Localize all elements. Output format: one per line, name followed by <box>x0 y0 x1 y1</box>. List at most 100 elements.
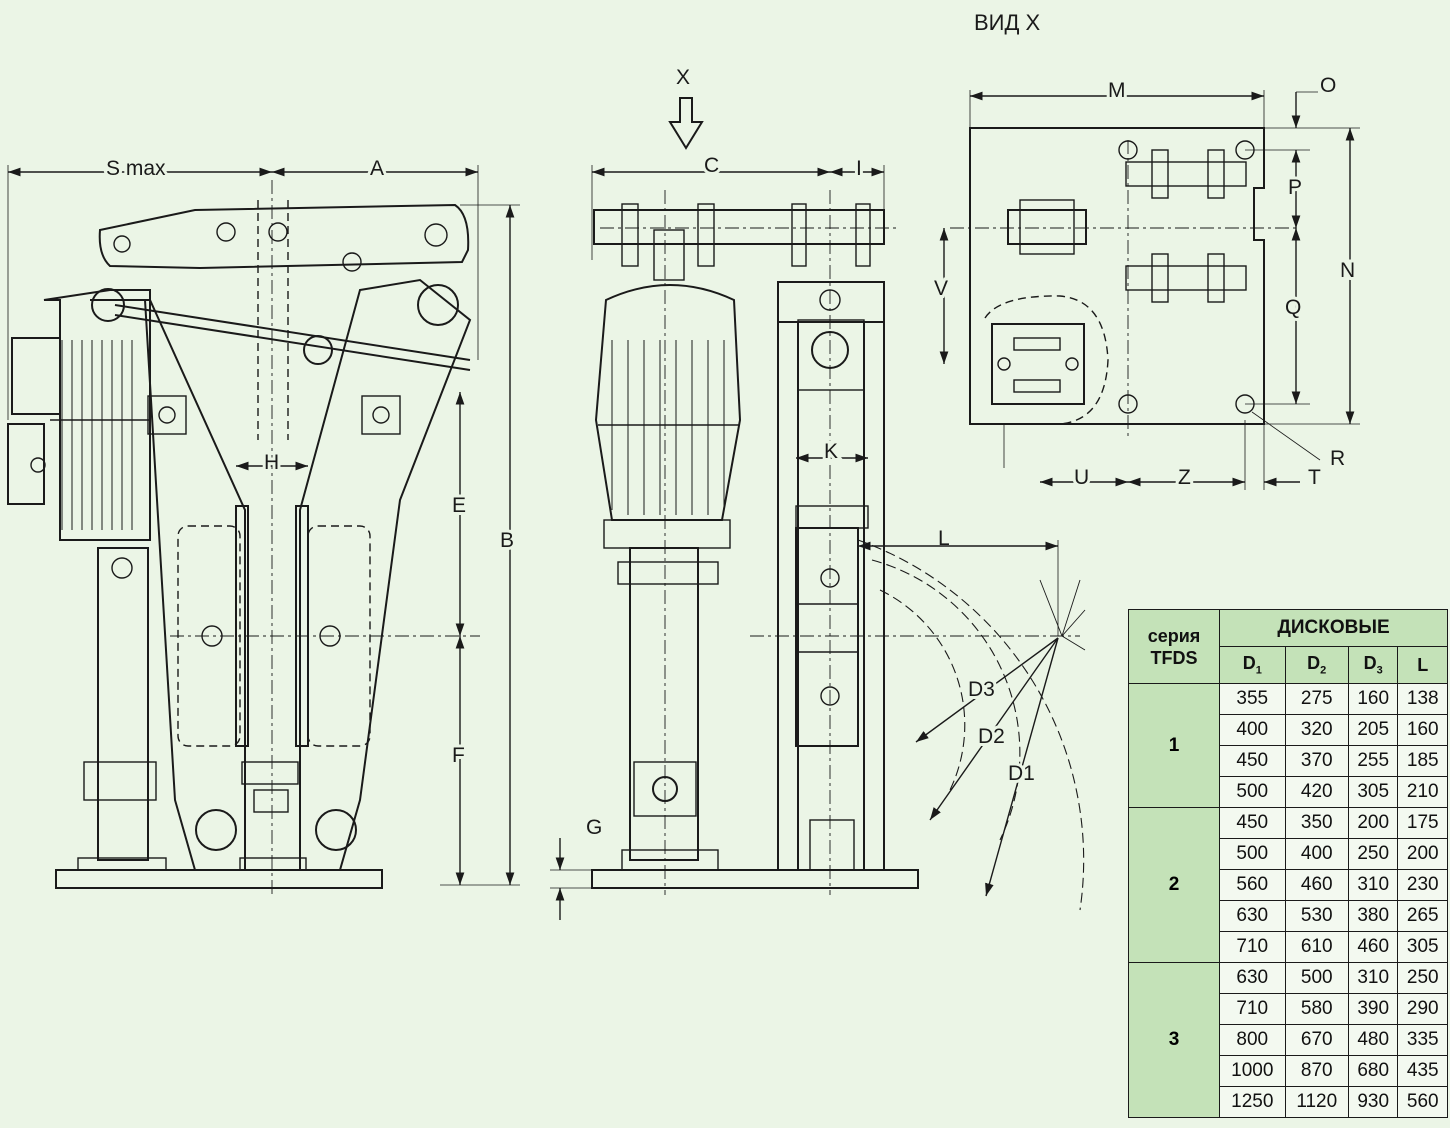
table-cell: 400 <box>1219 714 1286 746</box>
table-cell: 560 <box>1219 869 1286 901</box>
table-cell: 870 <box>1284 1055 1349 1087</box>
table-cell: 680 <box>1347 1055 1399 1087</box>
table-cell: 320 <box>1284 714 1349 746</box>
table-cell: 275 <box>1284 683 1349 715</box>
table-cell: 480 <box>1347 1024 1399 1056</box>
dim-o: O <box>1320 74 1336 97</box>
table-cell: 710 <box>1219 993 1286 1025</box>
table-cell: 390 <box>1347 993 1399 1025</box>
dim-l: L <box>938 527 950 550</box>
table-cell: 160 <box>1397 714 1448 746</box>
series-header-line2: TFDS <box>1150 647 1198 668</box>
series-header-line1: серия <box>1147 625 1201 646</box>
dim-z: Z <box>1178 466 1191 489</box>
table-cell: 630 <box>1219 900 1286 932</box>
table-cell: 450 <box>1219 807 1286 839</box>
table-cell: 305 <box>1397 931 1448 963</box>
table-cell: 530 <box>1284 900 1349 932</box>
dim-a: A <box>370 157 384 180</box>
col-header-l: L <box>1397 646 1448 684</box>
dim-n: N <box>1340 259 1355 282</box>
table-cell: 200 <box>1347 807 1399 839</box>
dim-h: H <box>264 451 279 474</box>
view-arrow-label: X <box>676 66 690 89</box>
table-cell: 1120 <box>1284 1086 1349 1118</box>
table-cell: 800 <box>1219 1024 1286 1056</box>
table-cell: 610 <box>1284 931 1349 963</box>
side-view <box>550 97 1086 920</box>
table-cell: 400 <box>1284 838 1349 870</box>
table-cell: 1250 <box>1219 1086 1286 1118</box>
table-cell: 200 <box>1397 838 1448 870</box>
table-cell: 185 <box>1397 745 1448 777</box>
dim-s-max: S max <box>106 157 166 180</box>
table-cell: 265 <box>1397 900 1448 932</box>
table-cell: 335 <box>1397 1024 1448 1056</box>
dim-d3: D3 <box>968 678 995 701</box>
dim-e: E <box>452 494 466 517</box>
table-cell: 250 <box>1347 838 1399 870</box>
table-cell: 310 <box>1347 962 1399 994</box>
col-header-d1: D1 <box>1219 646 1286 684</box>
table-cell: 205 <box>1347 714 1399 746</box>
table-cell: 500 <box>1219 776 1286 808</box>
dim-p: P <box>1288 176 1302 199</box>
table-cell: 930 <box>1347 1086 1399 1118</box>
table-cell: 250 <box>1397 962 1448 994</box>
dim-i: I <box>856 157 862 180</box>
dim-r: R <box>1330 447 1345 470</box>
dim-d1: D1 <box>1008 762 1035 785</box>
dim-q: Q <box>1285 296 1301 319</box>
table-cell: 580 <box>1284 993 1349 1025</box>
series-header: серия TFDS <box>1128 609 1220 684</box>
table-cell: 1000 <box>1219 1055 1286 1087</box>
table-cell: 305 <box>1347 776 1399 808</box>
table-cell: 175 <box>1397 807 1448 839</box>
table-cell: 560 <box>1397 1086 1448 1118</box>
table-cell: 420 <box>1284 776 1349 808</box>
dim-m: M <box>1108 79 1126 102</box>
group-header: ДИСКОВЫЕ <box>1219 609 1448 647</box>
dim-u: U <box>1074 466 1089 489</box>
table-cell: 350 <box>1284 807 1349 839</box>
dim-d2: D2 <box>978 725 1005 748</box>
table-cell: 230 <box>1397 869 1448 901</box>
col-header-d3: D3 <box>1347 646 1399 684</box>
dim-c: C <box>704 154 719 177</box>
dim-b: B <box>500 529 514 552</box>
front-view <box>7 165 520 895</box>
table-cell: 450 <box>1219 745 1286 777</box>
table-cell: 355 <box>1219 683 1286 715</box>
table-cell: 380 <box>1347 900 1399 932</box>
table-cell: 500 <box>1284 962 1349 994</box>
table-cell: 310 <box>1347 869 1399 901</box>
table-cell: 255 <box>1347 745 1399 777</box>
dim-g: G <box>586 816 602 839</box>
table-cell: 670 <box>1284 1024 1349 1056</box>
dim-f: F <box>452 744 465 767</box>
table-cell: 160 <box>1347 683 1399 715</box>
table-cell: 370 <box>1284 745 1349 777</box>
table-cell: 290 <box>1397 993 1448 1025</box>
table-cell: 210 <box>1397 776 1448 808</box>
view-x-title: ВИД X <box>974 10 1040 35</box>
col-header-d2: D2 <box>1284 646 1349 684</box>
drawing-labels: ВИД X X S max A B E F H C I G K L D3 D2 … <box>103 10 1358 839</box>
series-cell: 1 <box>1128 683 1220 808</box>
table-cell: 460 <box>1284 869 1349 901</box>
